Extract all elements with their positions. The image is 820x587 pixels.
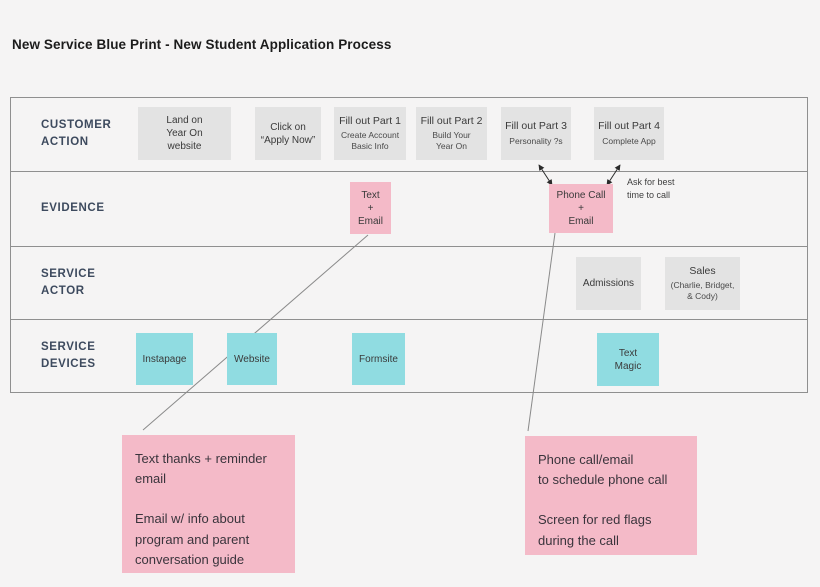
box-formsite: Formsite <box>352 333 405 385</box>
box-sublabel: (Charlie, Bridget, & Cody) <box>670 280 735 302</box>
page-title: New Service Blue Print - New Student App… <box>12 37 392 52</box>
box-label: Fill out Part 4 <box>598 120 660 133</box>
note-ask-for-best-time: Ask for best time to call <box>627 177 675 200</box>
box-label: Fill out Part 3 <box>505 120 567 133</box>
box-admissions: Admissions <box>576 257 641 310</box>
box-label: Instapage <box>142 353 187 365</box>
box-label: Phone Call + Email <box>556 190 606 227</box>
row-service-devices: SERVICE DEVICES <box>11 319 807 392</box>
box-label: Text Magic <box>614 347 642 372</box>
box-website: Website <box>227 333 277 385</box>
box-fill-out-part-1: Fill out Part 1 Create Account Basic Inf… <box>334 107 406 160</box>
box-phone-call-plus-email: Phone Call + Email <box>549 184 613 233</box>
box-label: Website <box>234 353 270 365</box>
box-label: Click on “Apply Now” <box>260 121 316 146</box>
row-label-customer-action: CUSTOMER ACTION <box>41 119 112 149</box>
box-land-on-year-on-website: Land on Year On website <box>138 107 231 160</box>
row-label-service-actor: SERVICE ACTOR <box>41 267 96 298</box>
annotation-text-thanks-reminder: Text thanks + reminder email Email w/ in… <box>122 435 295 573</box>
box-label: Land on Year On website <box>166 115 203 152</box>
box-label: Formsite <box>359 353 398 365</box>
box-instapage: Instapage <box>136 333 193 385</box>
box-text-magic: Text Magic <box>597 333 659 386</box>
box-label: Sales <box>689 264 716 277</box>
row-customer-action: CUSTOMER ACTION <box>11 98 807 171</box>
blueprint-table: CUSTOMER ACTION EVIDENCE SERVICE ACTOR S… <box>10 97 808 393</box>
box-sublabel: Build Your Year On <box>432 130 471 152</box>
box-text-plus-email: Text + Email <box>350 182 391 234</box>
row-label-service-devices: SERVICE DEVICES <box>41 340 96 371</box>
row-service-actor: SERVICE ACTOR <box>11 245 807 320</box>
row-evidence: EVIDENCE <box>11 170 807 246</box>
box-click-apply-now: Click on “Apply Now” <box>255 107 321 160</box>
box-label: Fill out Part 1 <box>339 114 401 127</box>
box-sales-team: Sales (Charlie, Bridget, & Cody) <box>665 257 740 310</box>
box-fill-out-part-3: Fill out Part 3 Personality ?s <box>501 107 571 160</box>
box-fill-out-part-2: Fill out Part 2 Build Your Year On <box>416 107 487 160</box>
box-label: Admissions <box>582 278 635 289</box>
annotation-phone-call-screening: Phone call/email to schedule phone call … <box>525 436 697 555</box>
row-label-evidence: EVIDENCE <box>41 202 105 215</box>
box-label: Text + Email <box>357 189 383 227</box>
box-fill-out-part-4: Fill out Part 4 Complete App <box>594 107 664 160</box>
box-sublabel: Complete App <box>602 135 656 146</box>
box-label: Fill out Part 2 <box>420 114 483 127</box>
box-sublabel: Personality ?s <box>509 135 563 146</box>
box-sublabel: Create Account Basic Info <box>340 130 400 152</box>
